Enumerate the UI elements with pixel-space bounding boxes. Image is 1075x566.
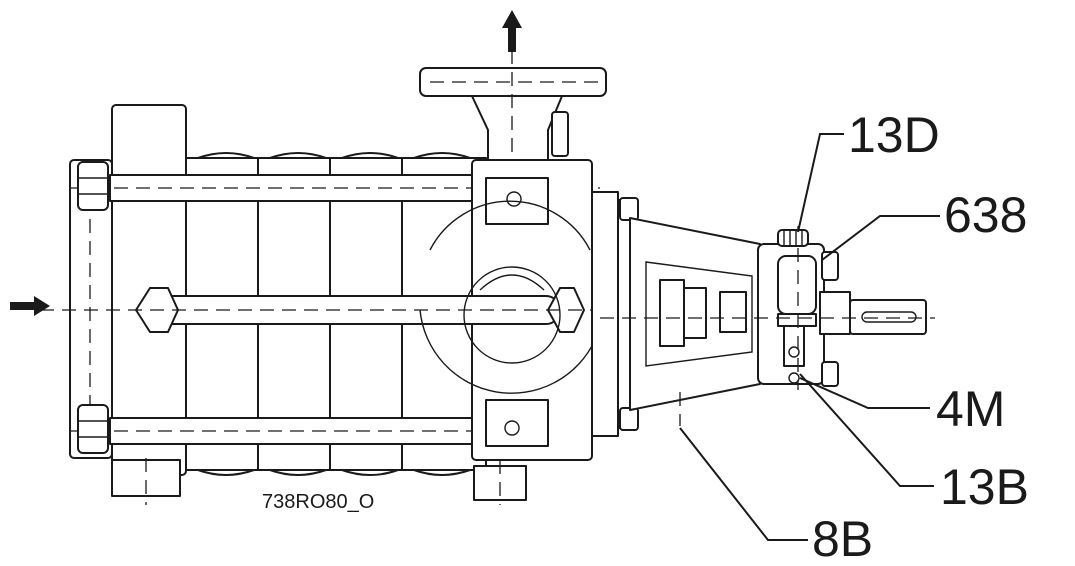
drawing-code: 738RO80_O (262, 491, 374, 513)
label-13b: 13B (940, 459, 1029, 515)
label-638: 638 (944, 187, 1027, 243)
bearing-housing (757, 226, 851, 390)
balancing-pipe (40, 287, 600, 333)
label-8b: 8B (812, 511, 873, 566)
pump-foot-left (111, 458, 181, 505)
label-4m: 4M (936, 381, 1005, 437)
leader-lines (679, 133, 940, 541)
motor-stool (591, 191, 761, 437)
shaft-end (600, 299, 935, 335)
impeller-outline (419, 200, 596, 394)
label-13d: 13D (848, 107, 940, 163)
inlet-arrow-icon (10, 296, 50, 316)
outlet-arrow-icon (502, 10, 522, 52)
coupling-screw-head (777, 229, 809, 247)
